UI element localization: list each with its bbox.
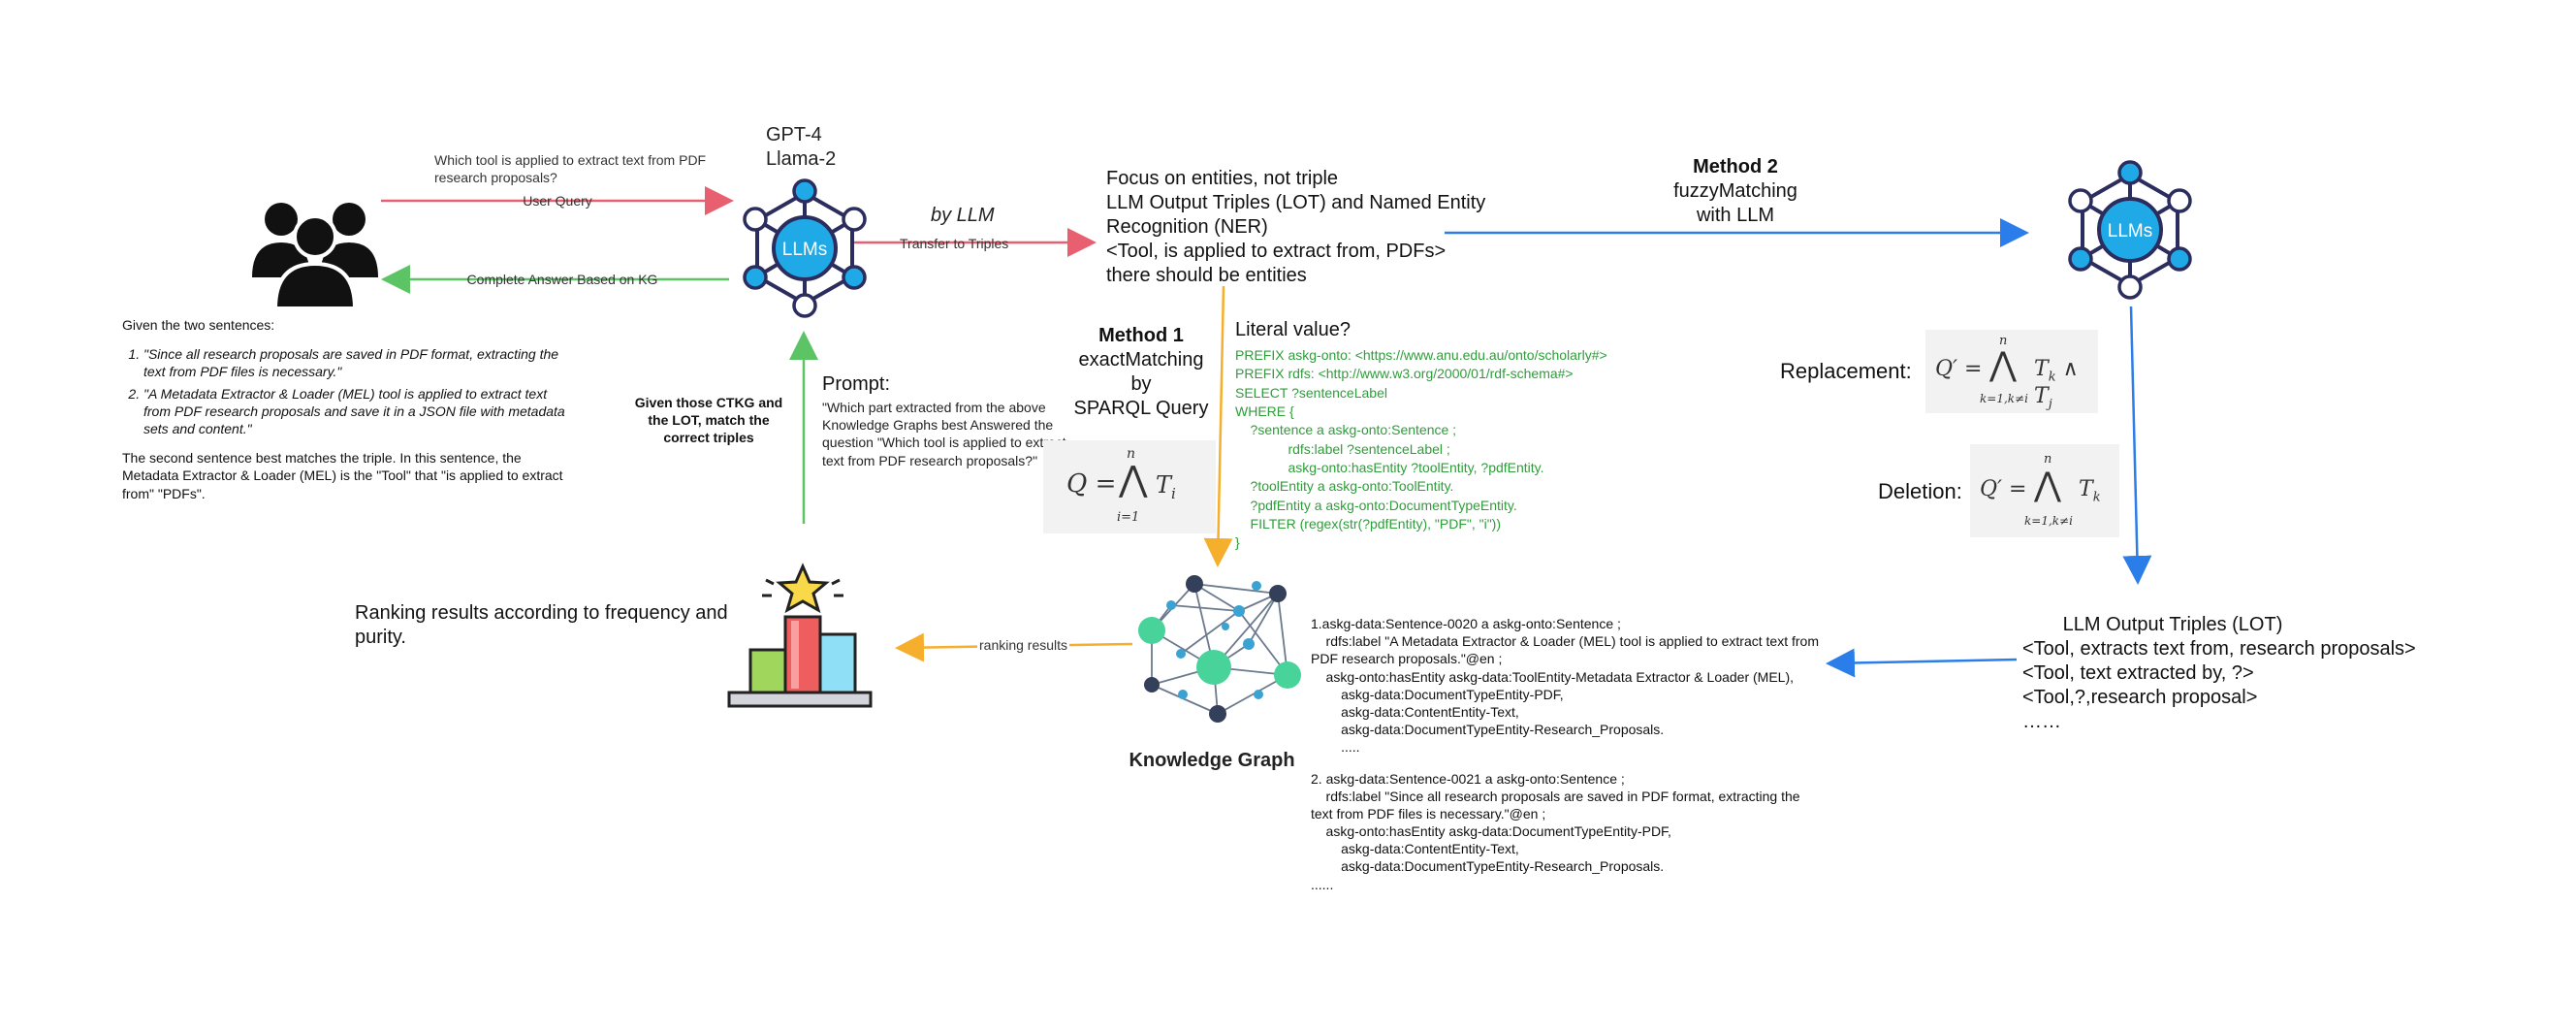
lot-ner-line2: LLM Output Triples (LOT) and Named Entit… [1106,192,1486,213]
transfer-label: Transfer to Triples [900,236,1009,251]
lot-output-line: <Tool, extracts text from, research prop… [2022,638,2416,660]
kg-result-line: askg-onto:hasEntity askg-data:ToolEntity… [1311,668,1795,685]
method1-down-arrow [1203,285,1233,567]
ranking-arrow-label: ranking results [977,636,1070,655]
given-sentence-item: "Since all research proposals are saved … [143,345,568,380]
by-llm-label: by LLM [931,205,995,226]
formula-replacement: Q′ = n ⋀ k=1,k≠i Tk ∧ Tj [1925,330,2098,413]
kg-result-line: askg-data:ContentEntity-Text, [1311,703,1519,720]
lot-ner-line3: Recognition (NER) [1106,216,1268,238]
lot-output-title: LLM Output Triples (LOT) [2062,614,2283,635]
llm-model-llama2: Llama-2 [766,148,837,170]
lot-ner-line4: <Tool, is applied to extract from, PDFs> [1106,241,1447,262]
llm-hub-icon-left: LLMs [743,178,867,318]
sparql-heading: Literal value? [1235,319,1351,340]
sparql-line: rdfs:label ?sentenceLabel ; [1235,440,1450,457]
kg-result-line: ..... [1311,739,1360,756]
kg-result-line: ...... [1311,876,1334,892]
formula-deletion: Q′ = n ⋀ k=1,k≠i Tk [1970,444,2119,537]
user-query-question: Which tool is applied to extract text fr… [434,152,707,186]
method1-label: Method 1 exactMatching by SPARQL Query [1049,324,1233,421]
given-sentences-intro: Given the two sentences: [122,317,275,333]
llm-badge-left: LLMs [782,240,827,260]
prompt-text: "Which part extracted from the above Kno… [822,400,1066,468]
sparql-code: PREFIX askg-onto: <https://www.anu.edu.a… [1235,346,1701,552]
kg-result-line: askg-onto:hasEntity askg-data:DocumentTy… [1311,823,1671,840]
llm-badge-right: LLMs [2108,221,2152,242]
sparql-block: Literal value? PREFIX askg-onto: <https:… [1235,318,1701,552]
sparql-line: FILTER (regex(str(?pdfEntity), "PDF", "i… [1235,515,1501,532]
method1-line2: by [1130,373,1152,395]
sparql-line: ?sentence a askg-onto:Sentence ; [1235,422,1457,438]
kg-result-line: askg-data:DocumentTypeEntity-Research_Pr… [1311,858,1665,875]
fuzzy-down-arrow [2122,306,2152,585]
replacement-label: Replacement: [1780,359,1912,383]
sparql-line: PREFIX rdfs: <http://www.w3.org/2000/01/… [1235,366,1574,382]
method2-line2: with LLM [1696,205,1775,226]
sparql-line: } [1235,534,1240,551]
kg-result-line: askg-data:DocumentTypeEntity-Research_Pr… [1311,722,1665,738]
method1-title: Method 1 [1098,325,1184,346]
method2-line1: fuzzyMatching [1673,180,1797,202]
kg-results-block: 1.askg-data:Sentence-0020 a askg-onto:Se… [1311,615,1873,907]
answer-label: Complete Answer Based on KG [466,272,658,287]
formula-exact: Q = n ⋀ i=1 Ti [1043,440,1216,533]
lot-output-line: …… [2022,711,2061,732]
given-sentences-block: Given the two sentences: "Since all rese… [122,316,568,502]
kg-result-line: rdfs:label "Since all research proposals… [1311,788,1800,804]
kg-result-line: 2. askg-data:Sentence-0021 a askg-onto:S… [1311,770,1625,787]
kg-result-line: askg-data:DocumentTypeEntity-PDF, [1311,686,1564,702]
lot-output-block: LLM Output Triples (LOT) <Tool, extracts… [2022,613,2468,734]
sparql-line: askg-onto:hasEntity ?toolEntity, ?pdfEnt… [1235,459,1544,475]
user-query-label: User Query [523,193,592,209]
kg-result-line: text from PDF files is necessary."@en ; [1311,805,1546,822]
lot-to-results-arrow [1826,648,2018,678]
kg-result-entry: 2. askg-data:Sentence-0021 a askg-onto:S… [1311,770,1873,893]
lot-ner-line1: Focus on entities, not triple [1106,168,1339,189]
ctkg-note: Given those CTKG and the LOT, match the … [634,395,783,446]
prompt-block: Prompt: "Which part extracted from the a… [822,372,1069,469]
kg-result-line: 1.askg-data:Sentence-0020 a askg-onto:Se… [1311,616,1621,631]
prompt-title: Prompt: [822,373,891,395]
method1-line1: exactMatching [1078,349,1204,371]
llm-model-list: GPT-4 Llama-2 [766,123,882,172]
lot-output-line: <Tool, text extracted by, ?> [2022,662,2254,684]
ranking-text: Ranking results according to frequency a… [355,602,728,648]
given-sentence-item: "A Metadata Extractor & Loader (MEL) too… [143,385,568,438]
sparql-line: WHERE { [1235,403,1294,419]
kg-result-line: PDF research proposals."@en ; [1311,651,1503,667]
given-sentences-list: "Since all research proposals are saved … [122,345,568,437]
user-group-icon [252,203,378,310]
deletion-label: Deletion: [1878,479,1962,503]
kg-result-line: askg-data:ContentEntity-Text, [1311,841,1519,857]
lot-ner-line5: there should be entities [1106,265,1307,286]
knowledge-graph-label: Knowledge Graph [1129,750,1295,771]
kg-result-line: rdfs:label "A Metadata Extractor & Loade… [1311,633,1819,650]
lot-output-line: <Tool,?,research proposal> [2022,687,2258,708]
sparql-line: SELECT ?sentenceLabel [1235,384,1387,401]
method2-label: Method 2 fuzzyMatching with LLM [1638,155,1832,228]
given-sentences-conclusion: The second sentence best matches the tri… [122,450,563,501]
llm-model-gpt4: GPT-4 [766,124,822,145]
sparql-line: ?pdfEntity a askg-onto:DocumentTypeEntit… [1235,497,1517,513]
knowledge-graph-icon [1138,575,1301,723]
llm-hub-icon-right: LLMs [2068,160,2192,300]
lot-ner-description: Focus on entities, not triple LLM Output… [1106,167,1513,288]
kg-result-entry: 1.askg-data:Sentence-0020 a askg-onto:Se… [1311,615,1873,757]
sparql-line: ?toolEntity a askg-onto:ToolEntity. [1235,478,1454,495]
sparql-line: PREFIX askg-onto: <https://www.anu.edu.a… [1235,347,1607,363]
method1-line3: SPARQL Query [1073,398,1209,419]
method2-title: Method 2 [1693,156,1778,177]
ranking-podium-icon [727,563,873,708]
